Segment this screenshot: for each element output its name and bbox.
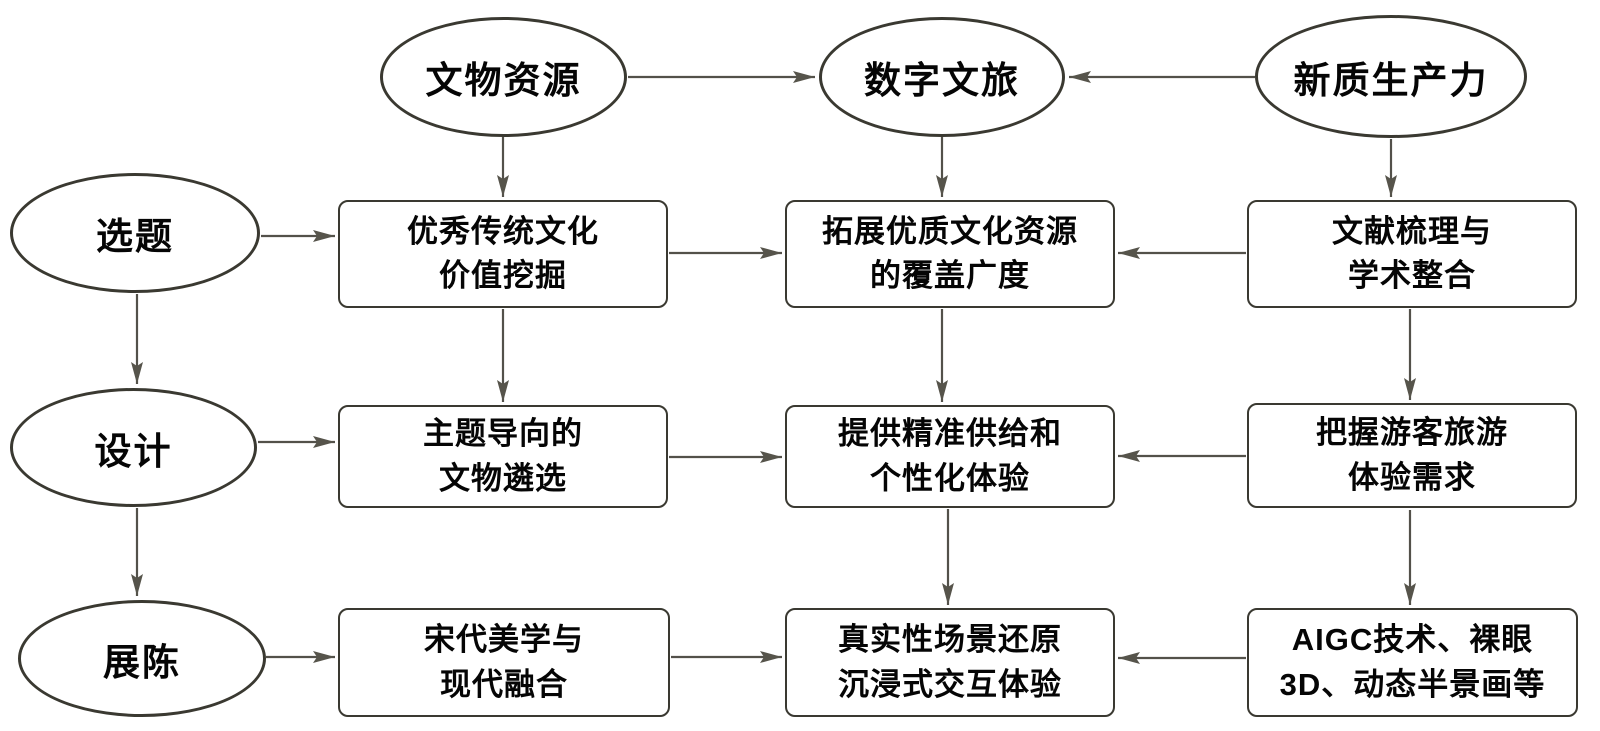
node-label-line1: 主题导向的	[423, 416, 583, 452]
node-label-line1: 提供精准供给和	[838, 416, 1062, 452]
node-label-line1: 文献梳理与	[1332, 213, 1492, 249]
node-label-line2: 沉浸式交互体验	[838, 666, 1062, 702]
node-label-line1: 宋代美学与	[424, 622, 584, 658]
node-box-song-aesthetics: 宋代美学与 现代融合	[338, 608, 670, 717]
node-box-tourist-needs: 把握游客旅游 体验需求	[1247, 403, 1577, 508]
node-ellipse-design: 设计	[10, 388, 257, 507]
node-label-line1: 优秀传统文化	[407, 213, 599, 249]
node-label-line1: 把握游客旅游	[1316, 415, 1508, 451]
node-label-line1: 真实性场景还原	[838, 622, 1062, 658]
node-label-line2: 现代融合	[440, 666, 568, 702]
node-label-line2: 文物遴选	[439, 460, 567, 496]
node-ellipse-digital-tourism: 数字文旅	[819, 17, 1065, 137]
node-box-coverage: 拓展优质文化资源 的覆盖广度	[785, 200, 1115, 308]
node-box-value-mining: 优秀传统文化 价值挖掘	[338, 200, 668, 308]
node-label-line2: 的覆盖广度	[870, 258, 1030, 293]
node-label: 选题	[96, 216, 174, 257]
node-ellipse-relics: 文物资源	[380, 17, 627, 137]
node-label-line2: 体验需求	[1348, 459, 1476, 495]
node-label-line1: AIGC技术、裸眼	[1291, 622, 1534, 658]
node-label-line1: 拓展优质文化资源	[822, 213, 1078, 249]
node-ellipse-new-productivity: 新质生产力	[1255, 15, 1527, 138]
node-label: 设计	[94, 430, 173, 472]
node-label-line2: 价值挖掘	[439, 258, 567, 293]
node-ellipse-topic: 选题	[10, 173, 260, 293]
node-box-literature: 文献梳理与 学术整合	[1247, 200, 1577, 308]
node-box-precise-supply: 提供精准供给和 个性化体验	[785, 405, 1115, 508]
node-label: 新质生产力	[1293, 59, 1489, 101]
node-label: 文物资源	[425, 60, 582, 101]
node-label: 展陈	[103, 641, 181, 683]
node-label-line2: 个性化体验	[870, 460, 1030, 496]
node-label-line2: 学术整合	[1348, 258, 1476, 293]
node-box-authentic-scene: 真实性场景还原 沉浸式交互体验	[785, 608, 1115, 717]
node-box-aigc-tech: AIGC技术、裸眼 3D、动态半景画等	[1247, 608, 1578, 717]
node-ellipse-exhibition: 展陈	[18, 600, 266, 717]
node-box-theme-selection: 主题导向的 文物遴选	[338, 405, 668, 508]
node-label-line2: 3D、动态半景画等	[1279, 666, 1546, 702]
node-label: 数字文旅	[864, 60, 1020, 101]
